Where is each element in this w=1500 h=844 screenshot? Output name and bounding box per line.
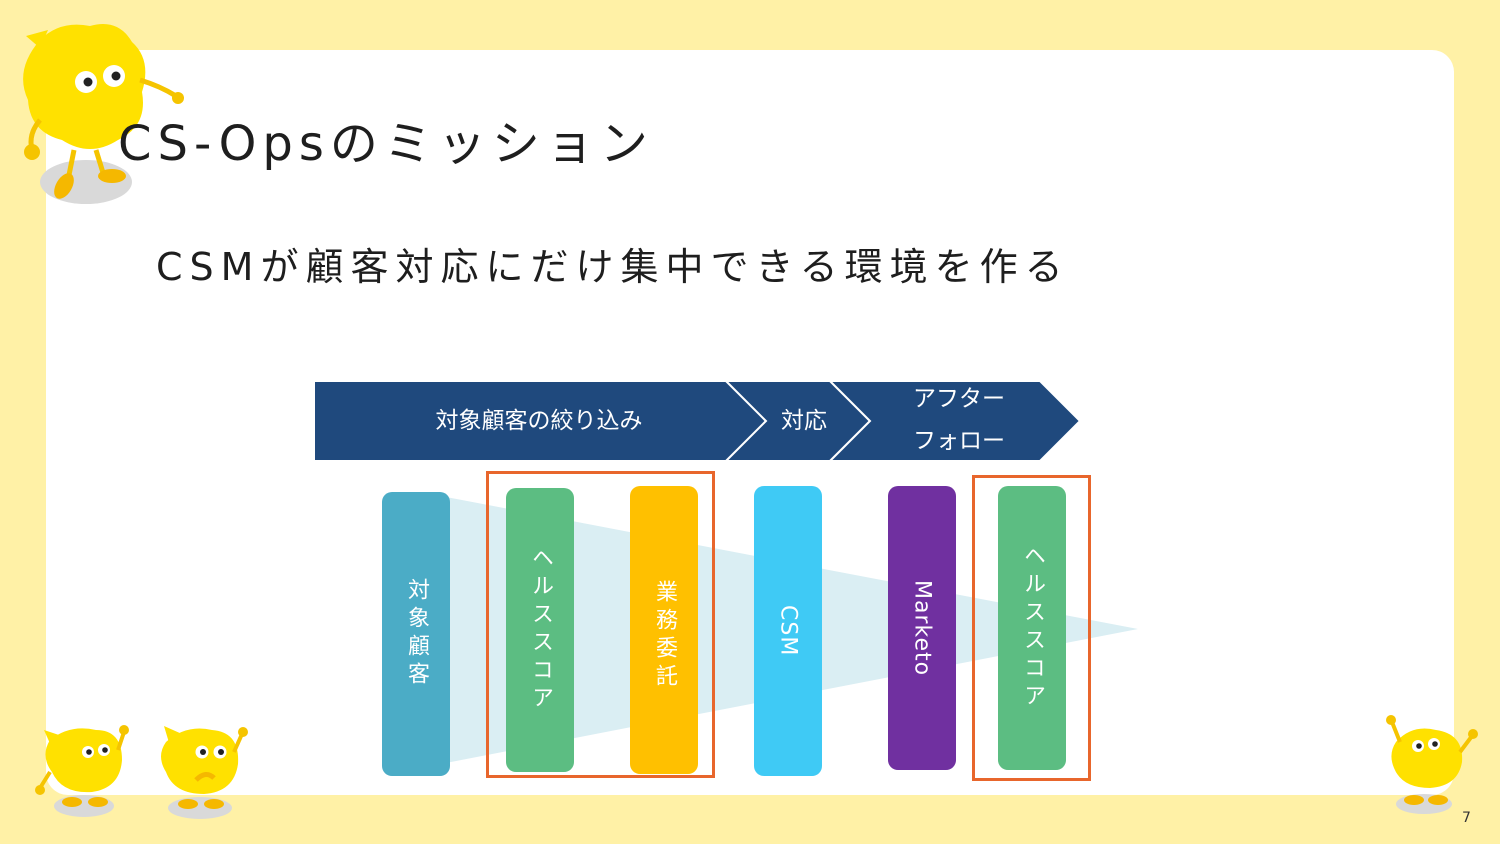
bar-marketo: Marketo [888,486,956,770]
stage-label-targeting: 対象顧客の絞り込み [435,408,643,434]
highlight-box-after [972,475,1091,781]
highlight-box-ops [486,471,715,778]
bar-health-score-after: ヘルススコア [998,486,1066,770]
bar-label: 対象顧客 [404,578,429,690]
stage-3-arrow [827,380,1082,462]
bar-label: Marketo [909,579,935,677]
bar-label: 業務委託 [652,580,677,692]
bar-csm: CSM [754,486,822,776]
process-arrow [313,380,1082,462]
stage-label-response: 対応 [781,408,827,434]
stage-label-aftercare-line1: アフター [913,386,1005,412]
slide-subtitle: CSMが顧客対応にだけ集中できる環境を作る [156,245,1070,289]
mascot-icon [161,726,248,819]
bar-label: CSM [775,605,801,657]
bar-outsourcing: 業務委託 [630,486,698,774]
stage-label-aftercare-line2: フォロー [913,428,1005,454]
bar-label: ヘルススコア [1020,544,1045,712]
mascot-icon [1386,715,1478,814]
page-number: 7 [1462,810,1471,826]
slide-title: CS-Opsのミッション [118,116,654,172]
bar-health-score: ヘルススコア [506,488,574,772]
bar-label: ヘルススコア [528,546,553,714]
mascot-icon [35,725,129,817]
bar-target-customers: 対象顧客 [382,492,450,776]
mascot-icon [23,24,184,204]
